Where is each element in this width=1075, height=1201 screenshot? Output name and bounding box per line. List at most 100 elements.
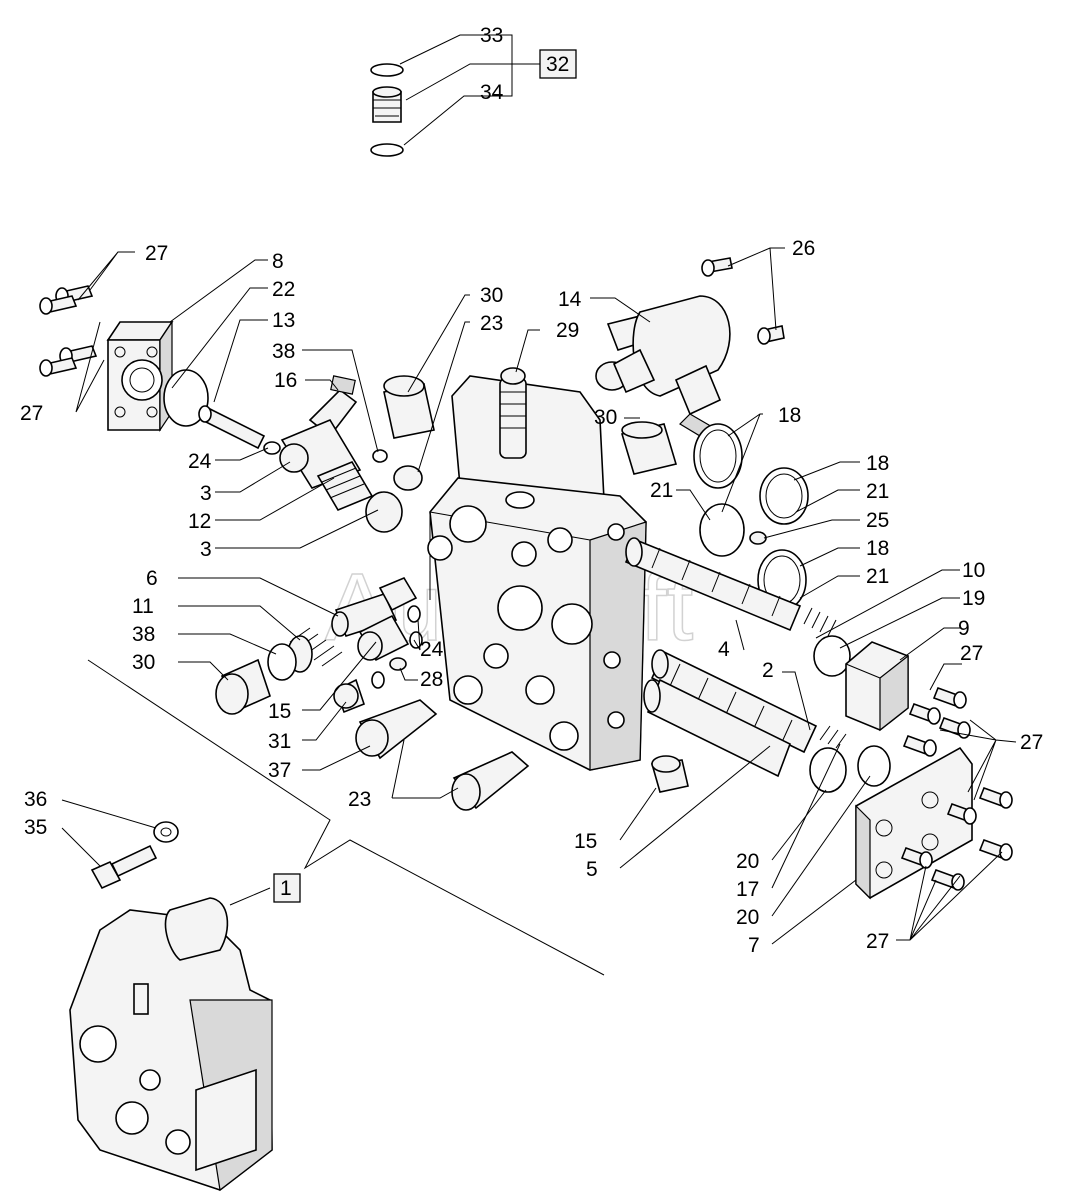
plug-30-left — [215, 658, 271, 715]
label-21: 21 — [866, 565, 889, 588]
label-23: 23 — [480, 312, 503, 335]
label-24: 24 — [188, 450, 212, 473]
solenoid-valve-16 — [279, 375, 403, 533]
label-37: 37 — [268, 759, 291, 782]
label-7: 7 — [748, 934, 760, 957]
label-13: 13 — [272, 309, 295, 332]
valve-body — [427, 375, 647, 771]
o-ring-28 — [371, 671, 385, 689]
assembly-1 — [69, 897, 273, 1192]
label-16: 16 — [274, 369, 297, 392]
label-9: 9 — [958, 617, 970, 640]
valve-23-lower — [451, 751, 530, 811]
label-30: 30 — [480, 284, 503, 307]
solenoid-14 — [595, 295, 731, 437]
label-29: 29 — [556, 319, 579, 342]
o-ring-34 — [370, 143, 404, 157]
callout-labels: 33 32 34 27 8 22 13 38 16 27 24 3 12 3 3… — [20, 24, 1043, 957]
label-36: 36 — [24, 788, 47, 811]
label-33: 33 — [480, 24, 503, 47]
cover-7 — [855, 746, 973, 900]
label-27: 27 — [20, 402, 43, 425]
fitting-assembly — [370, 63, 404, 157]
label-28: 28 — [420, 668, 443, 691]
o-ring-33 — [370, 63, 404, 77]
label-22: 22 — [272, 278, 295, 301]
label-27: 27 — [960, 642, 983, 665]
o-ring-24 — [263, 441, 281, 455]
ring-18a — [693, 423, 743, 489]
label-38: 38 — [132, 623, 155, 646]
label-31: 31 — [268, 730, 291, 753]
plug-30-right — [620, 421, 678, 475]
label-34: 34 — [480, 81, 504, 104]
leader-lines — [61, 247, 1017, 945]
label-10: 10 — [962, 559, 985, 582]
cover-9 — [845, 641, 909, 732]
label-21: 21 — [650, 479, 673, 502]
label-15: 15 — [574, 830, 597, 853]
valve-15-mid — [357, 614, 410, 662]
o-ring-38 — [372, 449, 388, 463]
label-1: 1 — [280, 877, 292, 900]
label-30: 30 — [132, 651, 155, 674]
label-4: 4 — [718, 638, 730, 661]
label-3: 3 — [200, 482, 212, 505]
spool-2 — [643, 649, 847, 778]
label-27: 27 — [145, 242, 168, 265]
label-17: 17 — [736, 878, 759, 901]
label-2: 2 — [762, 659, 774, 682]
label-35: 35 — [24, 816, 47, 839]
label-15: 15 — [268, 700, 291, 723]
plug-28 — [389, 657, 407, 671]
plug-23 — [393, 465, 423, 491]
label-19: 19 — [962, 587, 985, 610]
guide-line — [87, 659, 605, 976]
valve-6 — [331, 576, 418, 637]
plug-30-top — [383, 375, 435, 439]
o-ring-24-mid — [407, 605, 421, 623]
o-ring-38-mid — [267, 643, 297, 681]
o-ring-20b — [857, 745, 891, 787]
label-23: 23 — [348, 788, 371, 811]
bolts-27-right — [900, 686, 1013, 891]
label-20: 20 — [736, 850, 759, 873]
relief-valve-29 — [499, 367, 527, 459]
label-12: 12 — [188, 510, 211, 533]
label-26: 26 — [792, 237, 815, 260]
plug-25 — [749, 531, 767, 545]
label-5: 5 — [586, 858, 598, 881]
label-8: 8 — [272, 250, 284, 273]
ring-18b — [759, 467, 809, 525]
flange-plate — [106, 320, 174, 432]
plug-31 — [333, 678, 365, 714]
label-18: 18 — [866, 537, 889, 560]
ring-21a — [699, 503, 745, 557]
bolts-26 — [701, 257, 785, 345]
plug-15-lower — [650, 755, 689, 793]
washer-36 — [153, 821, 179, 843]
label-32: 32 — [546, 53, 569, 76]
label-25: 25 — [866, 509, 889, 532]
label-27: 27 — [866, 930, 889, 953]
spool-4 — [624, 537, 837, 637]
spool-13 — [198, 405, 281, 455]
valve-37 — [355, 699, 438, 760]
label-20: 20 — [736, 906, 759, 929]
label-27: 27 — [1020, 731, 1043, 754]
label-38: 38 — [272, 340, 295, 363]
bolt-35 — [90, 844, 158, 890]
callout-box-32 — [539, 49, 577, 79]
label-18: 18 — [866, 452, 889, 475]
label-11: 11 — [132, 595, 154, 618]
label-3: 3 — [200, 538, 212, 561]
callout-box-1 — [273, 873, 301, 903]
bolts-27-left — [39, 285, 98, 377]
label-30: 30 — [594, 406, 617, 429]
label-21: 21 — [866, 480, 889, 503]
label-24: 24 — [420, 638, 444, 661]
o-ring-19 — [813, 635, 851, 677]
label-18: 18 — [778, 404, 801, 427]
